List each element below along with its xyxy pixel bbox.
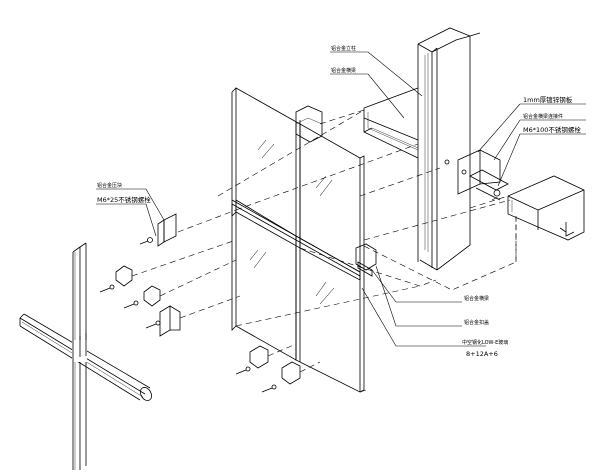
pressure-profile-top: [295, 105, 323, 143]
clip-mid-1: [99, 265, 133, 293]
transom-left: [363, 87, 419, 159]
leader-lines: [96, 51, 586, 347]
label-connector: 铝合金横梁连接件: [523, 113, 563, 120]
label-cover-cap: 铝合金扣盖: [464, 319, 489, 326]
clip-upper-left: [139, 213, 177, 247]
label-bolt-100: M6*100不锈钢螺栓: [523, 125, 581, 134]
label-pressure-block: 铝合金压块: [97, 182, 122, 189]
dashed-guides: [131, 109, 517, 393]
label-glass: 中空钢化LOW-E玻璃: [462, 339, 508, 346]
label-transom: 铝合金横梁: [331, 67, 356, 74]
pressure-profile-right: [355, 243, 377, 277]
label-bolt-25: M6*25不锈钢螺栓: [97, 195, 151, 204]
clip-low-2: [261, 361, 301, 393]
label-steel-plate: 1mm厚镀锌钢板: [523, 95, 573, 104]
corner-connector: [444, 149, 509, 201]
clip-mid-3: [145, 305, 181, 337]
clip-low-1: [235, 345, 269, 375]
vertical-mullion-cap: [295, 120, 301, 362]
glass-panel-top-right: [299, 123, 361, 281]
transom-right: [507, 175, 585, 241]
glass-edge: [359, 155, 365, 393]
clip-mid-2: [123, 285, 161, 309]
label-bottom-transom: 铝合金横梁: [464, 295, 489, 302]
label-column: 铝合金立柱: [331, 45, 356, 52]
glass-panel-bottom-left: [231, 199, 297, 361]
glass-panel-bottom-right: [295, 235, 361, 393]
cross-frame-profile: [19, 242, 152, 470]
label-glass-spec: 8+12A+6: [466, 350, 498, 358]
aluminum-mullion-column: [417, 27, 481, 271]
